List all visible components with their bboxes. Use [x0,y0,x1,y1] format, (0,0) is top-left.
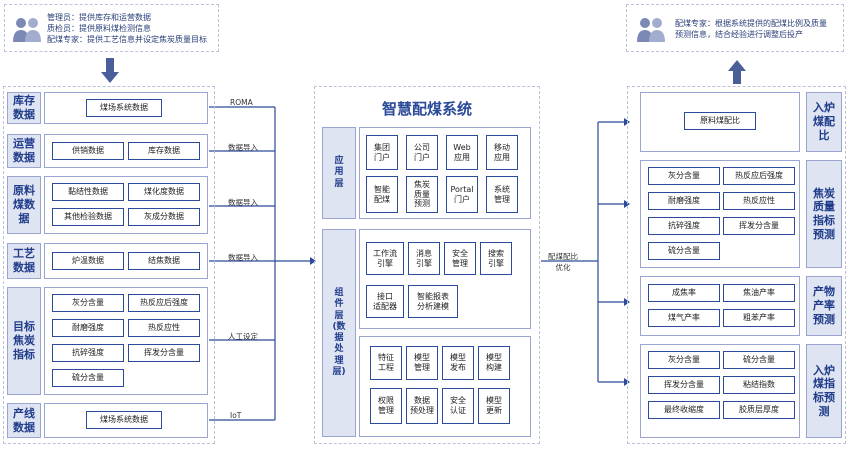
raw-coal-item: 黏结性数据 [52,183,124,201]
raw-coal-label: 原料 煤数 据 [7,176,41,234]
app-item: 公司 门户 [406,135,438,170]
flow-label-import: 数据导入 [228,198,258,207]
coal-index-item: 灰分含量 [648,351,720,369]
process-label: 工艺 数据 [7,243,41,279]
flow-label-roma: ROMA [230,98,253,107]
right-panel [627,86,846,444]
app-item: 移动 应用 [486,135,518,170]
note-line: 配煤专家：提供工艺信息并设定焦炭质量目标 [47,34,207,44]
note-line: 质检员：提供原料煤检测信息 [47,23,151,33]
coke-quality-item: 热反应后强度 [723,167,795,185]
product-rate-item: 焦油产率 [723,284,795,302]
engine-item: 智能报表 分析建模 [408,285,458,318]
blend-ratio-item: 原料煤配比 [684,112,756,130]
raw-coal-item: 煤化度数据 [128,183,200,201]
target-coke-item: 热反应性 [128,319,200,337]
app-item: Portal 门户 [446,176,478,213]
coke-quality-item: 挥发分含量 [723,217,795,235]
target-coke-item: 抗碎强度 [52,344,124,362]
inventory-label: 库存 数据 [7,92,41,124]
target-coke-item: 硫分含量 [52,369,124,387]
inventory-item: 煤场系统数据 [86,99,162,117]
app-layer-label: 应 用 层 [322,127,356,219]
coal-index-item: 最终收缩度 [648,401,720,419]
product-rate-item: 煤气产率 [648,309,720,327]
app-item: Web 应用 [446,135,478,170]
engine-item: 消息 引擎 [408,242,440,275]
product-rate-item: 成焦率 [648,284,720,302]
engine-item: 工作流 引擎 [366,242,404,275]
model-item: 安全 认证 [442,388,474,424]
raw-coal-item: 其他检验数据 [52,208,124,226]
target-coke-label: 目标 焦炭 指标 [7,287,41,395]
app-item: 系统 管理 [486,176,518,213]
coal-index-item: 胶质层厚度 [723,401,795,419]
process-item: 炉温数据 [52,252,124,270]
model-item: 模型 管理 [406,346,438,380]
engine-item: 接口 适配器 [366,285,404,318]
coke-quality-item: 硫分含量 [648,242,720,260]
system-title: 智慧配煤系统 [381,100,472,118]
engine-item: 安全 管理 [444,242,476,275]
top-right-note: 配煤专家：根据系统提供的配煤比例及质量 预测信息，结合经验进行调整后投产 [626,4,844,52]
coal-index-item: 硫分含量 [723,351,795,369]
model-item: 模型 更新 [478,388,510,424]
coke-quality-item: 热反应性 [723,192,795,210]
coke-quality-label: 焦炭 质量 指标 预测 [806,160,842,268]
engine-item: 搜索 引擎 [480,242,512,275]
model-item: 特征 工程 [370,346,402,380]
coal-index-item: 挥发分含量 [648,376,720,394]
model-item: 模型 构建 [478,346,510,380]
component-layer-label: 组 件 层 (数 据 处 理 层) [322,229,356,437]
app-item: 焦炭 质量 预测 [406,176,438,213]
coke-quality-item: 耐磨强度 [648,192,720,210]
model-item: 权限 管理 [370,388,402,424]
coke-quality-item: 抗碎强度 [648,217,720,235]
note-line: 配煤专家：根据系统提供的配煤比例及质量 [675,19,827,28]
user-group-icon [635,14,667,44]
process-item: 结焦数据 [128,252,200,270]
left-panel [3,86,215,444]
flow-label-import: 数据导入 [228,253,258,262]
coal-index-item: 粘结指数 [723,376,795,394]
operations-item: 库存数据 [128,142,200,160]
app-item: 智能 配煤 [366,176,398,213]
note-line: 预测信息，结合经验进行调整后投产 [675,29,803,39]
raw-coal-item: 灰成分数据 [128,208,200,226]
note-line: 管理员：提供库存和运营数据 [47,13,151,22]
operations-item: 供销数据 [52,142,124,160]
target-coke-item: 挥发分含量 [128,344,200,362]
app-item: 集团 门户 [366,135,398,170]
operations-label: 运营 数据 [7,134,41,168]
flow-label-manual: 人工设定 [228,332,258,341]
target-coke-item: 耐磨强度 [52,319,124,337]
center-panel [314,86,540,444]
production-item: 煤场系统数据 [86,411,162,429]
target-coke-item: 灰分含量 [52,294,124,312]
production-label: 产线 数据 [7,403,41,438]
top-left-note: 管理员：提供库存和运营数据 质检员：提供原料煤检测信息 配煤专家：提供工艺信息并… [4,4,219,52]
flow-label-iot: IoT [230,411,242,420]
blend-ratio-label: 入炉 煤配 比 [806,92,842,152]
model-item: 数据 预处理 [406,388,438,424]
coke-quality-item: 灰分含量 [648,167,720,185]
flow-label-import: 数据导入 [228,143,258,152]
user-group-icon [11,14,43,44]
model-item: 模型 发布 [442,346,474,380]
target-coke-item: 热反应后强度 [128,294,200,312]
product-rate-item: 粗苯产率 [723,309,795,327]
flow-label-optimize: 配煤配比 优化 [548,252,578,272]
coal-index-label: 入炉 煤指 标预 测 [806,344,842,438]
product-rate-label: 产物 产率 预测 [806,276,842,336]
